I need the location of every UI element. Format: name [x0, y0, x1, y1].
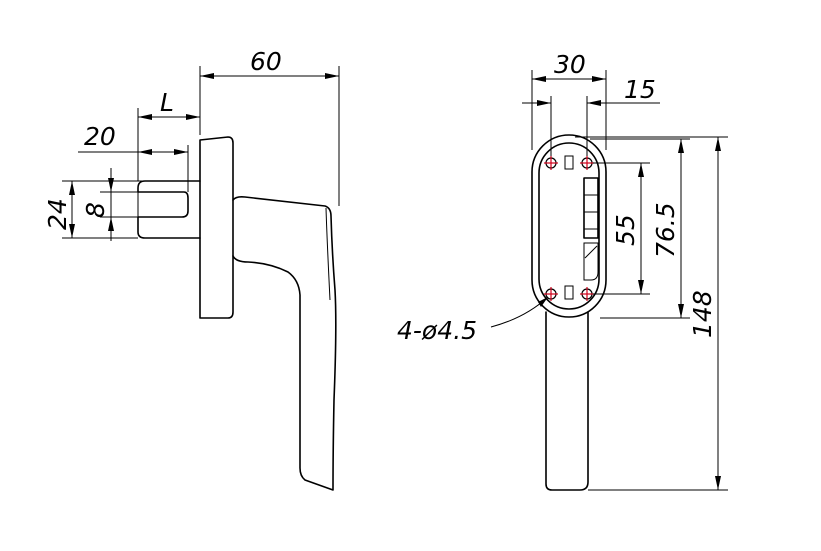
mounting-hole-tl	[544, 156, 558, 170]
front-rose-outer	[531, 134, 607, 318]
mounting-hole-bl	[544, 287, 558, 301]
dim-76-5-label: 76.5	[651, 202, 680, 258]
mounting-hole-br	[580, 287, 594, 301]
dim-30-label: 30	[554, 50, 586, 79]
hole-callout-label: 4-ø4.5	[397, 316, 477, 345]
dim-15-label: 15	[624, 75, 656, 104]
dim-24: 24	[43, 180, 200, 239]
front-view	[531, 134, 607, 491]
front-rose-inner	[538, 142, 600, 310]
dim-30: 30	[531, 50, 607, 150]
dim-24-label: 24	[43, 198, 72, 230]
dim-55: 55	[593, 162, 650, 295]
dim-15: 15	[522, 75, 660, 156]
dim-60: 60	[199, 47, 340, 206]
front-handle-stem	[545, 311, 589, 491]
dim-8-label: 8	[81, 202, 110, 218]
dim-148-label: 148	[688, 290, 717, 338]
dim-148: 148	[575, 136, 728, 491]
dim-76-5: 76.5	[590, 138, 690, 319]
dim-8: 8	[81, 168, 138, 241]
dim-L-label: L	[160, 88, 174, 117]
front-bottom-marker	[564, 285, 574, 300]
front-slot	[583, 177, 599, 239]
dim-20: 20	[78, 122, 189, 192]
front-top-marker	[564, 155, 574, 170]
side-handle-lever	[232, 196, 337, 491]
side-rose-plate	[199, 136, 234, 319]
side-view	[137, 136, 337, 491]
dim-20-label: 20	[84, 122, 116, 151]
mounting-hole-tr	[580, 156, 594, 170]
dim-60-label: 60	[250, 47, 282, 76]
side-spindle	[137, 180, 201, 239]
dim-55-label: 55	[611, 214, 640, 246]
dim-L: L	[137, 88, 200, 181]
hole-callout: 4-ø4.5	[397, 296, 549, 345]
